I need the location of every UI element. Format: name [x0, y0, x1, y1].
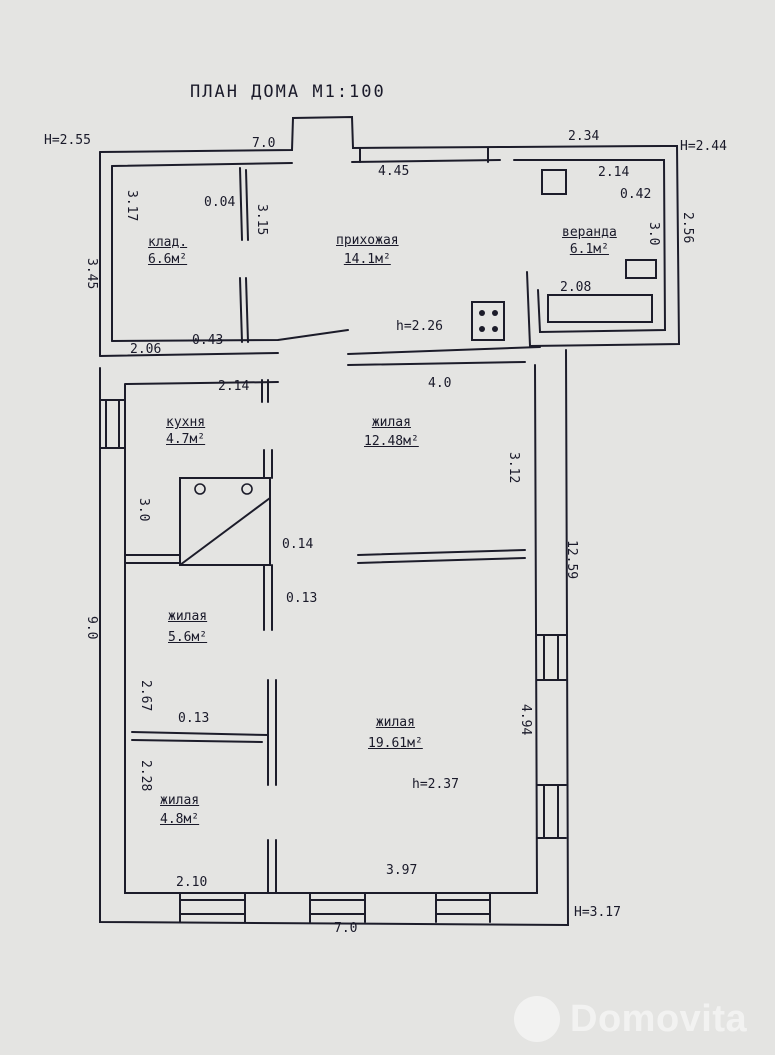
window-bottom-1	[179, 892, 246, 923]
dim-klad-317: 3.17	[124, 190, 139, 222]
window-bottom-3	[435, 892, 491, 923]
plan-title: ПЛАН ДОМА М1:100	[190, 82, 386, 102]
stove-burner	[479, 310, 485, 316]
dim-big-494: 4.94	[518, 704, 533, 736]
dim-ver-208: 2.08	[560, 280, 592, 295]
dim-top-234: 2.34	[568, 129, 600, 144]
dim-left-345: 3.45	[84, 258, 99, 290]
klad-partition	[239, 167, 249, 343]
dim-bot-70: 7.0	[334, 921, 358, 936]
room-veranda: веранда 6.1м²	[562, 226, 617, 256]
kitchen-partition	[261, 379, 269, 403]
dim-p-013: 0.13	[286, 591, 318, 606]
room-name: кухня	[166, 415, 206, 430]
dim-sm-228: 2.28	[138, 760, 153, 792]
sink-circle	[241, 483, 253, 495]
dim-ver-214: 2.14	[598, 165, 630, 180]
outer-wall-main	[99, 349, 570, 927]
room-living-small: жилая 4.8м²	[160, 794, 199, 826]
sink-circle	[194, 483, 206, 495]
room-area: 6.1м²	[569, 242, 609, 257]
room-area: 5.6м²	[168, 630, 208, 645]
dim-top-445: 4.45	[378, 164, 410, 179]
room-name: жилая	[168, 609, 208, 624]
room-area: 6.6м²	[148, 252, 188, 267]
outer-wall-top-left	[99, 115, 501, 153]
window-top	[359, 147, 489, 163]
stair-block	[179, 477, 271, 566]
room-living-top: жилая 12.48м²	[364, 416, 419, 448]
stove-burner	[479, 326, 485, 332]
window-left	[99, 399, 126, 449]
room-area: 14.1м²	[343, 252, 391, 267]
ceiling-hall: h=2.26	[396, 319, 443, 334]
kitchen-lower-wall	[124, 554, 181, 564]
dim-liv-40: 4.0	[428, 376, 452, 391]
room-name: прихожая	[336, 233, 399, 248]
stove-burner	[492, 310, 498, 316]
dim-sm-013: 0.13	[178, 711, 210, 726]
dim-bot-397: 3.97	[386, 863, 418, 878]
room-hall: прихожая 14.1м²	[336, 234, 399, 266]
dim-right-1259: 12.59	[564, 540, 579, 580]
dim-kit-214: 2.14	[218, 379, 250, 394]
small-room-wall	[131, 731, 269, 743]
height-top-right: H=2.44	[680, 139, 727, 154]
center-wall	[357, 549, 526, 564]
room-name: жилая	[375, 715, 415, 730]
outer-wall-left-top	[99, 151, 113, 357]
dim-kit-30: 3.0	[136, 498, 151, 522]
room-name: клад.	[148, 235, 188, 250]
window-right-2	[536, 784, 567, 839]
room-kitchen: кухня 4.7м²	[166, 416, 205, 446]
hall-bottom-wall	[99, 329, 541, 366]
window-right-1	[536, 634, 567, 681]
stove	[471, 301, 505, 341]
dim-ver-256: 2.56	[680, 212, 695, 244]
room-name: веранда	[562, 225, 617, 240]
dim-klad-315: 3.15	[254, 204, 269, 236]
dim-left-90: 9.0	[84, 616, 99, 640]
dim-klad-004: 0.04	[204, 195, 236, 210]
dim-ver-30: 3.0	[646, 222, 661, 246]
dim-top-7: 7.0	[252, 136, 276, 151]
dim-p-014: 0.14	[282, 537, 314, 552]
veranda-window	[541, 169, 567, 195]
domovita-logo-icon	[514, 996, 560, 1042]
stove-burner	[492, 326, 498, 332]
veranda-wall	[499, 145, 681, 348]
outer-wall-inner-top	[111, 159, 501, 167]
watermark-text: Domovita	[570, 997, 748, 1040]
height-bottom-right: H=3.17	[574, 905, 621, 920]
room-area: 12.48м²	[364, 434, 419, 449]
ceiling-living-big: h=2.37	[412, 777, 459, 792]
window-bottom-2	[309, 892, 366, 923]
small-partition	[267, 679, 277, 894]
room-living-mid: жилая 5.6м²	[168, 610, 207, 644]
dim-sm-267: 2.67	[138, 680, 153, 712]
dim-klad-206: 2.06	[130, 342, 162, 357]
room-living-big: жилая 19.61м²	[368, 716, 423, 750]
height-top-left: H=2.55	[44, 133, 91, 148]
dim-bot-210: 2.10	[176, 875, 208, 890]
mid-partition	[263, 449, 273, 631]
room-area: 19.61м²	[368, 736, 423, 751]
room-area: 4.8м²	[160, 812, 200, 827]
dim-klad-043: 0.43	[192, 333, 224, 348]
room-name: жилая	[160, 793, 200, 808]
room-klad: клад. 6.6м²	[148, 236, 187, 266]
dim-liv-312: 3.12	[506, 452, 521, 484]
dim-ver-042: 0.42	[620, 187, 652, 202]
room-area: 4.7м²	[166, 432, 206, 447]
veranda-inner	[547, 259, 657, 323]
domovita-watermark: Domovita	[514, 996, 747, 1042]
room-name: жилая	[371, 415, 411, 430]
